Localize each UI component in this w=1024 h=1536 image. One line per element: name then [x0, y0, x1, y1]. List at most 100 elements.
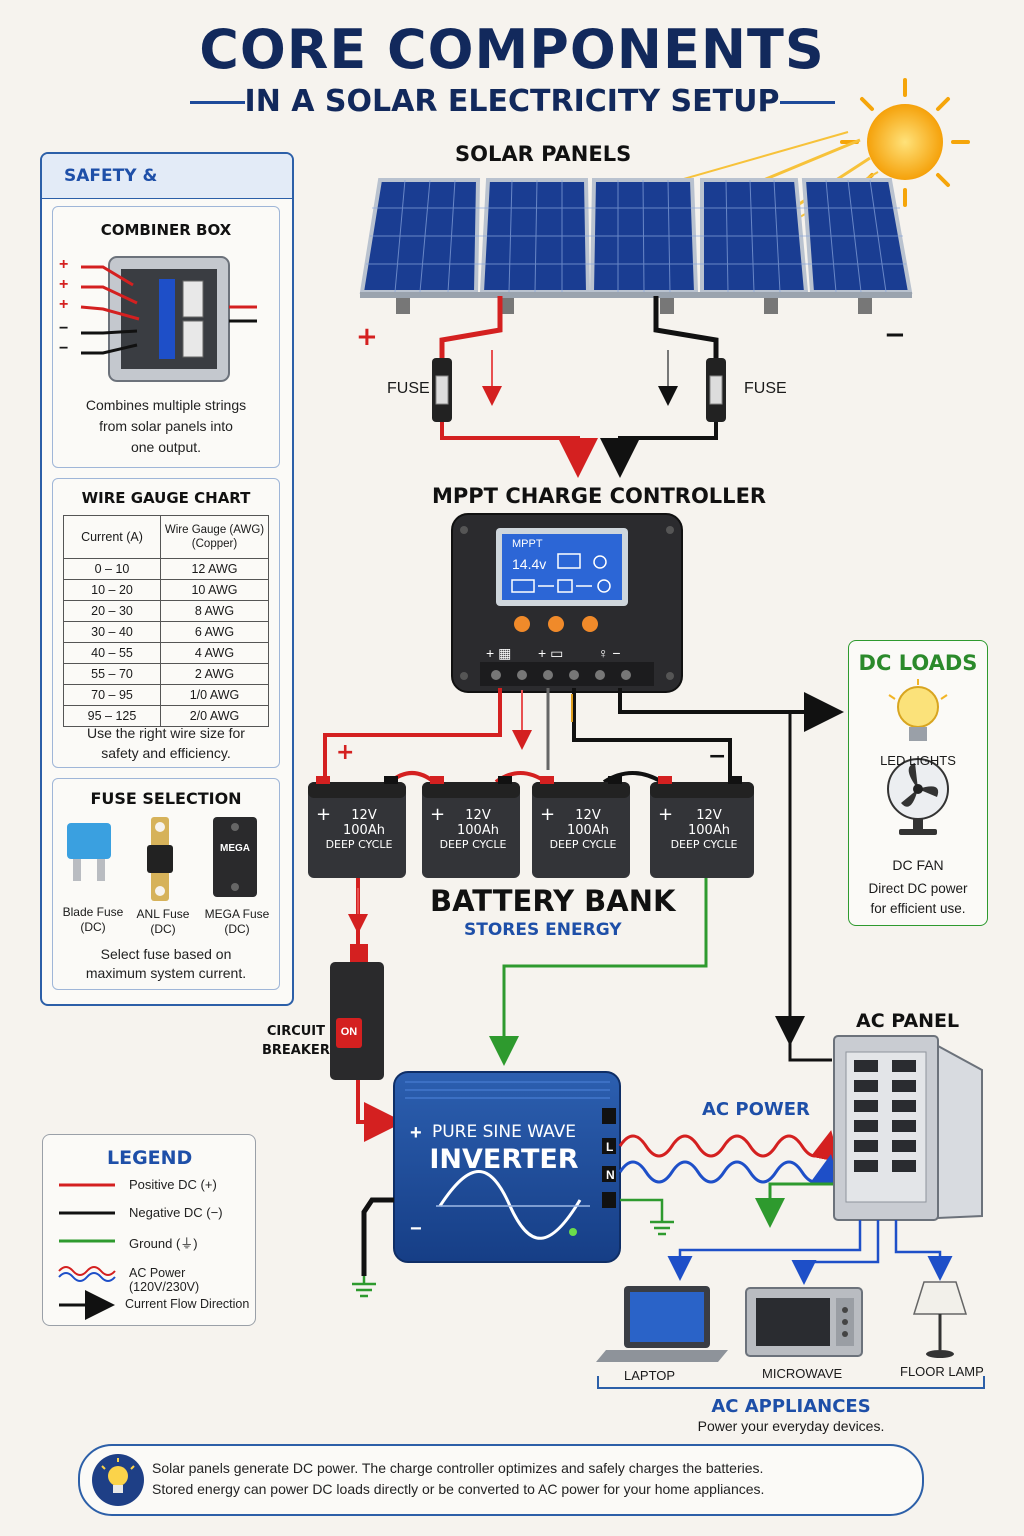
combiner-box-title: COMBINER BOX [100, 221, 232, 239]
current-range-cell: 40 – 55 [63, 642, 161, 664]
led-lights-label: LED LIGHTS [880, 753, 956, 768]
fuse-right-label: FUSE [744, 380, 787, 397]
ground-icon [352, 1276, 376, 1298]
wire-gauge-section: WIRE GAUGE CHART Current (A) Wire Gauge … [52, 478, 280, 768]
current-range-cell: 0 – 10 [63, 558, 161, 580]
inverter-negative-marker: − [410, 1218, 422, 1240]
anl-fuse-icon [147, 817, 173, 901]
inverter-terminal-l: L [606, 1140, 614, 1154]
breaker-switch-label: ON [340, 1026, 358, 1038]
legend-negative: Negative DC (−) [129, 1205, 223, 1220]
subtitle-rule-left [190, 101, 245, 104]
legend-ac-power: AC Power (120V/230V) [129, 1266, 200, 1294]
dc-loads-title: DC LOADS [858, 651, 978, 675]
solar-panel-array [359, 178, 913, 314]
circuit-breaker-icon [330, 944, 384, 1080]
awg-cell: 8 AWG [160, 600, 269, 622]
current-range-cell: 95 – 125 [63, 705, 161, 727]
awg-cell: 6 AWG [160, 621, 269, 643]
current-range-cell: 70 – 95 [63, 684, 161, 706]
legend-current-flow: Current Flow Direction [125, 1297, 250, 1311]
current-range-cell: 30 – 40 [63, 621, 161, 643]
awg-cell: 4 AWG [160, 642, 269, 664]
subtitle-rule-right [780, 101, 835, 104]
charge-controller-icon [451, 513, 683, 693]
blade-fuse-label: Blade Fuse(DC) [62, 905, 124, 934]
wire-gauge-header-current: Current (A) [63, 515, 161, 559]
wire-gauge-title: WIRE GAUGE CHART [81, 489, 251, 507]
fuse-left-label: FUSE [387, 380, 430, 397]
ac-appliances-subtitle: Power your everyday devices. [697, 1418, 885, 1434]
inverter-icon [393, 1071, 621, 1263]
light-bulb-icon [888, 679, 948, 741]
awg-cell: 2/0 AWG [160, 705, 269, 727]
awg-cell: 10 AWG [160, 579, 269, 601]
controller-port-pv: + ▦ [486, 645, 512, 661]
combiner-negative-markers: −− [59, 320, 69, 357]
battery-icon [308, 776, 406, 878]
battery-1-label: + 12V 100Ah DEEP CYCLE [316, 804, 393, 851]
controller-title: MPPT CHARGE CONTROLLER [432, 484, 767, 508]
controller-port-load: ♀ − [598, 645, 621, 661]
battery-2-label: + 12V 100Ah DEEP CYCLE [430, 804, 507, 851]
floor-lamp-label: FLOOR LAMP [900, 1364, 984, 1379]
ac-panel-label: AC PANEL [856, 1010, 960, 1032]
lightbulb-icon [92, 1454, 144, 1506]
negative-marker: − [884, 320, 906, 350]
battery-icon [532, 776, 630, 878]
fuse-selection-title: FUSE SELECTION [90, 789, 242, 808]
battery-positive-marker: + [336, 740, 355, 765]
current-range-cell: 20 – 30 [63, 600, 161, 622]
ac-appliances-title: AC APPLIANCES [711, 1396, 871, 1417]
fuse-right-icon [706, 358, 726, 422]
awg-cell: 12 AWG [160, 558, 269, 580]
wire-gauge-table: Current (A) Wire Gauge (AWG) (Copper) 0 … [63, 515, 269, 727]
blade-fuse-icon [67, 823, 111, 881]
battery-bank-title: BATTERY BANK [430, 884, 676, 918]
controller-screen-title: MPPT [512, 538, 543, 550]
anl-fuse-label: ANL Fuse(DC) [136, 907, 190, 936]
fuse-left-icon [432, 358, 452, 422]
controller-screen-voltage: 14.4v [512, 556, 547, 572]
awg-cell: 2 AWG [160, 663, 269, 685]
microwave-label: MICROWAVE [762, 1366, 843, 1381]
positive-marker: + [356, 322, 378, 352]
laptop-icon [596, 1286, 728, 1362]
inverter-terminal-n: N [606, 1168, 615, 1182]
legend-title: LEGEND [107, 1147, 193, 1169]
mega-fuse-icon [213, 817, 257, 897]
solar-panels-label: SOLAR PANELS [455, 142, 632, 166]
mega-fuse-label: MEGA Fuse(DC) [204, 907, 270, 936]
page-subtitle: IN A SOLAR ELECTRICITY SETUP [244, 84, 780, 119]
ac-panel-icon [833, 1035, 983, 1221]
floor-lamp-icon [912, 1281, 968, 1358]
combiner-box-icon [80, 256, 257, 382]
combiner-box-section: COMBINER BOX +++ −− Combines multiple st… [52, 206, 280, 468]
legend-swatches [58, 1183, 116, 1320]
controller-port-battery: + ▭ [538, 645, 564, 661]
battery-4-label: + 12V 100Ah DEEP CYCLE [658, 804, 738, 851]
dc-loads-panel: DC LOADS LED LIGHTS DC FAN Direct DC pow… [848, 640, 988, 926]
awg-cell: 1/0 AWG [160, 684, 269, 706]
ac-power-label: AC POWER [702, 1099, 810, 1120]
inverter-line1: PURE SINE WAVE [431, 1122, 577, 1142]
footer-panel: Solar panels generate DC power. The char… [78, 1444, 924, 1516]
page-title: CORE COMPONENTS [199, 18, 825, 81]
laptop-label: LAPTOP [624, 1368, 676, 1383]
legend-positive: Positive DC (+) [129, 1177, 217, 1192]
battery-negative-marker: − [708, 744, 727, 769]
legend-ground: Ground (⏚) [129, 1236, 198, 1251]
